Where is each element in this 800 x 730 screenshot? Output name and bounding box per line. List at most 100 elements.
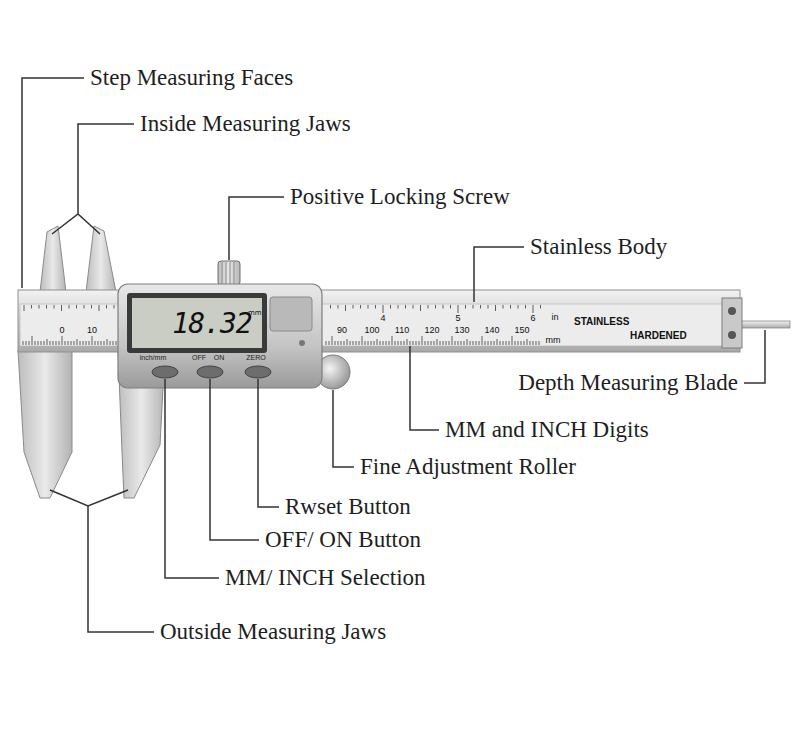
leader-line [165, 379, 219, 578]
scale-tick [518, 341, 519, 345]
scale-tick [24, 305, 25, 311]
scale-tick [80, 341, 81, 345]
scale-tick [368, 305, 369, 309]
scale-tick [449, 341, 450, 345]
part-label: Positive Locking Screw [290, 184, 510, 210]
scale-tick [41, 341, 42, 345]
button [152, 366, 178, 378]
scale-tick [452, 336, 453, 345]
scale-tick [482, 336, 483, 345]
scale-tick [56, 341, 57, 345]
part-label: Outside Measuring Jaws [160, 619, 386, 645]
scale-tick [35, 341, 36, 345]
scale-tick [104, 341, 105, 345]
leader-lines [22, 78, 765, 632]
scale-tick [540, 305, 541, 309]
button [197, 366, 223, 378]
scale-tick [407, 339, 408, 345]
scale-tick [473, 341, 474, 345]
scale-number: 150 [514, 325, 529, 335]
scale-tick [353, 341, 354, 345]
scale-tick [480, 305, 481, 309]
scale-tick [506, 341, 507, 345]
button-label: ZERO [246, 354, 265, 362]
scale-tick [422, 336, 423, 345]
scale-tick [386, 341, 387, 345]
lcd-screen [132, 298, 262, 348]
scale-tick [113, 341, 114, 345]
part-label: Step Measuring Faces [90, 65, 293, 91]
outside-jaw-fixed [18, 350, 72, 498]
scale-tick [74, 341, 75, 345]
scale-tick [32, 336, 33, 345]
scale-number: 10 [87, 325, 97, 335]
scale-number: 90 [337, 325, 347, 335]
scale-tick [476, 341, 477, 345]
scale-tick [335, 341, 336, 345]
rivet [299, 340, 305, 346]
scale-tick [395, 341, 396, 345]
scale-tick [518, 305, 519, 309]
part-label: Inside Measuring Jaws [140, 111, 351, 137]
scale-tick [65, 341, 66, 345]
scale-tick [332, 336, 333, 345]
button [245, 366, 271, 378]
scale-tick [107, 339, 108, 345]
button-label: ON [214, 354, 225, 362]
scale-tick [485, 341, 486, 345]
scale-tick [61, 305, 62, 311]
scale-tick [54, 305, 55, 309]
scale-tick [23, 341, 24, 345]
scale-tick [375, 305, 376, 309]
scale-tick [500, 341, 501, 345]
scale-tick [380, 341, 381, 345]
lcd-unit: mm [248, 309, 262, 317]
leader-line [744, 330, 765, 383]
scale-tick [95, 341, 96, 345]
lcd-frame [127, 293, 267, 353]
scale-tick [416, 341, 417, 345]
scale-tick [99, 305, 100, 311]
scale-tick [530, 341, 531, 345]
scale-tick [458, 341, 459, 345]
screw [728, 331, 736, 339]
scale-tick [362, 336, 363, 345]
scale-tick [404, 341, 405, 345]
leader-line [333, 390, 354, 467]
inside-jaw-fixed [40, 226, 66, 292]
scale-tick [377, 339, 378, 345]
leader-line [50, 490, 154, 632]
scale-tick [338, 305, 339, 309]
scale-tick [31, 305, 32, 309]
inside-jaw-sliding [86, 226, 116, 292]
scale-tick [428, 341, 429, 345]
scale-tick [38, 341, 39, 345]
scale-tick [488, 305, 489, 309]
leader-line [52, 124, 134, 234]
scale-tick [106, 305, 107, 309]
part-label: MM/ INCH Selection [225, 565, 426, 591]
leader-line [22, 78, 84, 288]
end-plate [722, 298, 742, 348]
scale-tick [479, 341, 480, 345]
scale-tick [419, 341, 420, 345]
scale-tick [91, 305, 92, 309]
scale-tick [101, 341, 102, 345]
scale-tick [59, 341, 60, 345]
leader-line [474, 247, 524, 302]
scale-tick [383, 341, 384, 345]
scale-tick [389, 341, 390, 345]
scale-tick [494, 341, 495, 345]
scale-tick [410, 341, 411, 345]
scale-tick [368, 341, 369, 345]
scale-tick [359, 341, 360, 345]
scale-tick [53, 341, 54, 345]
scale-tick [62, 336, 63, 345]
scale-tick [405, 305, 406, 309]
knurl [222, 262, 234, 284]
scale-tick [50, 341, 51, 345]
screw [728, 307, 736, 315]
scale-tick [465, 305, 466, 309]
scale-tick [521, 341, 522, 345]
scale-tick [503, 341, 504, 345]
